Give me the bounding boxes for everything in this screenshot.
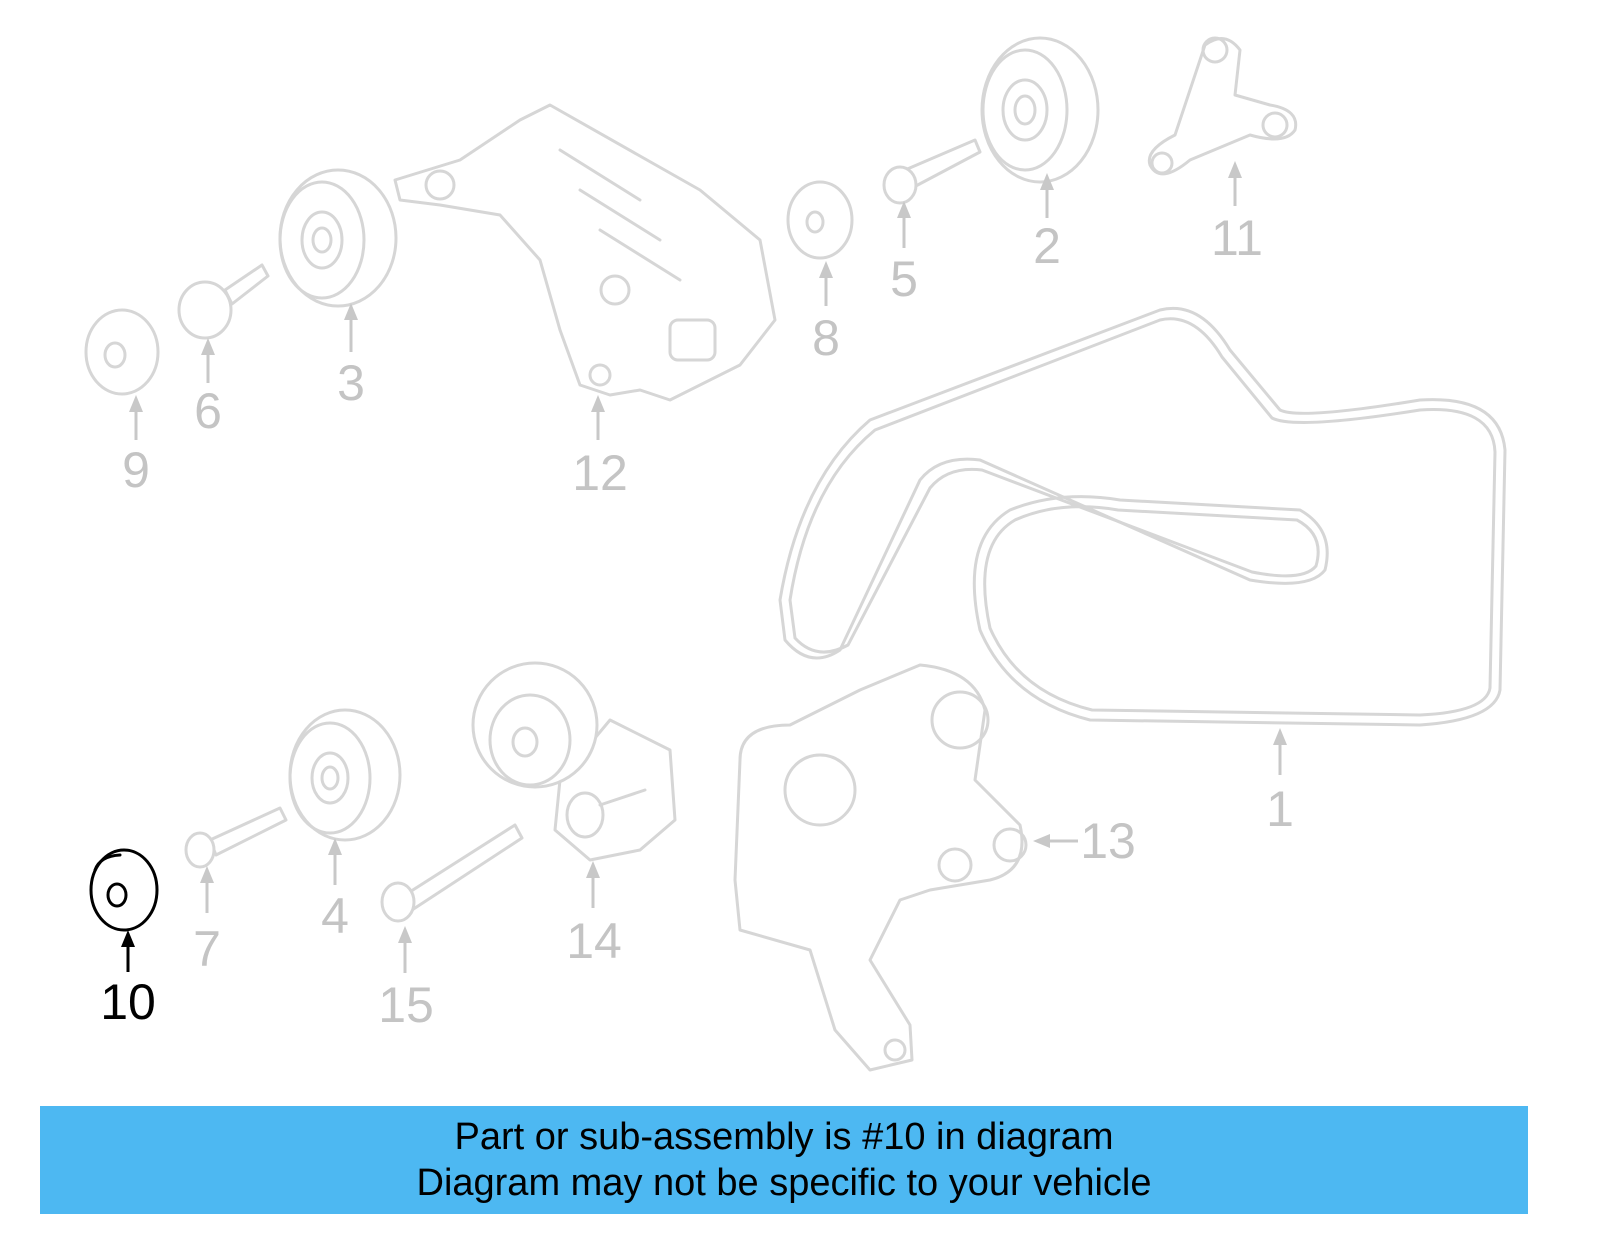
callout-8[interactable]: 8 [812,310,840,366]
leader-6 [201,338,215,383]
part-12-bracket[interactable] [393,103,777,402]
leader-5 [897,201,911,248]
callout-2[interactable]: 2 [1033,218,1061,274]
banner-line-part: Part or sub-assembly is #10 in diagram [454,1116,1114,1158]
part-2-pulley[interactable] [980,36,1100,184]
part-5-bolt[interactable] [882,138,982,205]
callout-4[interactable]: 4 [321,888,349,944]
banner-line-disclaimer: Diagram may not be specific to your vehi… [416,1162,1152,1204]
callout-15[interactable]: 15 [378,977,434,1033]
part-6-bolt[interactable] [177,263,270,340]
leader-7 [200,866,214,913]
leader-11 [1228,161,1242,206]
leader-14 [586,861,600,908]
leader-15 [398,926,412,973]
part-1-belt[interactable] [778,306,1507,727]
callout-7[interactable]: 7 [193,921,221,977]
leader-4 [328,838,342,885]
part-8-washer[interactable] [786,180,854,260]
leader-9 [129,395,143,440]
part-14-tensioner[interactable] [471,661,677,862]
callout-3[interactable]: 3 [337,355,365,411]
leader-3 [344,303,358,352]
leader-13 [1033,834,1078,848]
leader-1 [1273,728,1287,775]
info-banner: Part or sub-assembly is #10 in diagram D… [40,1106,1528,1214]
leader-8 [819,261,833,306]
part-11-bracket[interactable] [1147,36,1298,176]
callout-11[interactable]: 11 [1211,210,1263,266]
leader-10 [121,930,135,972]
part-3-pulley[interactable] [278,168,398,308]
part-15-bolt[interactable] [380,823,524,923]
callout-12[interactable]: 12 [572,445,628,501]
part-10-washer[interactable] [89,848,159,932]
callout-6[interactable]: 6 [194,383,222,439]
part-7-bolt[interactable] [184,806,288,869]
part-4-pulley[interactable] [288,708,402,842]
callout-9[interactable]: 9 [122,442,150,498]
callout-13[interactable]: 13 [1080,813,1136,869]
leader-2 [1040,173,1054,218]
callout-10[interactable]: 10 [100,974,156,1030]
part-13-bracket[interactable] [733,663,1028,1072]
callout-5[interactable]: 5 [890,251,918,307]
leader-12 [591,395,605,440]
callout-14[interactable]: 14 [566,913,622,969]
callout-1[interactable]: 1 [1266,781,1294,837]
part-9-washer[interactable] [84,308,160,396]
